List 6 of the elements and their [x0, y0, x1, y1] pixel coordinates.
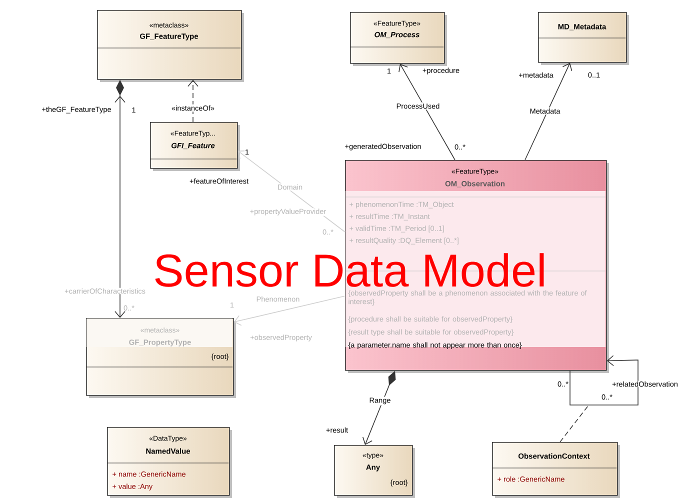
connector — [524, 62, 572, 160]
connector — [560, 406, 588, 442]
connector — [398, 64, 456, 160]
connector — [570, 355, 638, 406]
connector — [234, 296, 346, 326]
connector — [188, 80, 198, 122]
